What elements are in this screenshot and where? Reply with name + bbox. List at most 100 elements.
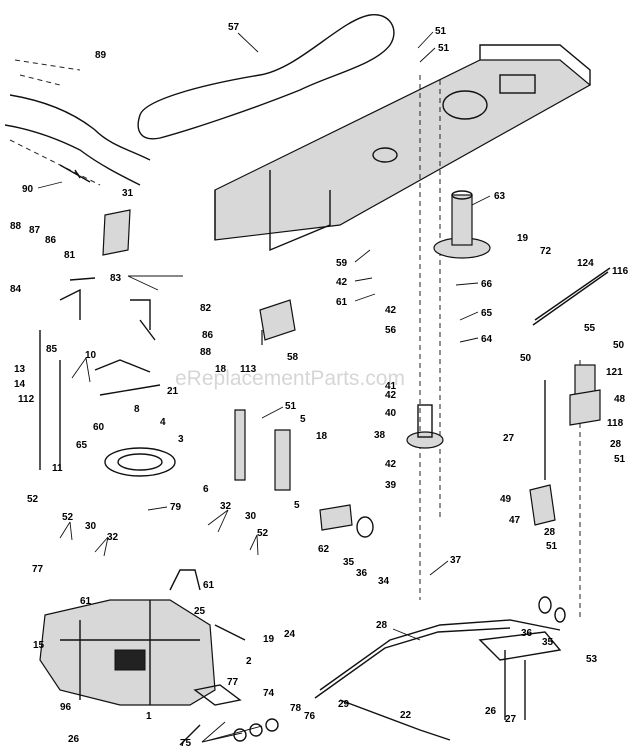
callout-66: 66 [481, 279, 493, 290]
pulley-assembly [406, 190, 491, 449]
callout-52: 52 [257, 528, 269, 539]
tension-spring [532, 267, 611, 326]
callout-55: 55 [584, 323, 596, 334]
callout-77: 77 [227, 677, 239, 688]
callout-112: 112 [18, 394, 35, 405]
callout-15: 15 [33, 640, 45, 651]
callout-25: 25 [194, 606, 206, 617]
callout-10: 10 [85, 350, 97, 361]
callout-36: 36 [356, 568, 368, 579]
callout-65: 65 [76, 440, 88, 451]
callout-30: 30 [85, 521, 97, 532]
callout-3: 3 [178, 434, 184, 445]
callout-8: 8 [134, 404, 140, 415]
callout-58: 58 [287, 352, 299, 363]
transaxle [39, 569, 216, 706]
callout-24: 24 [284, 629, 296, 640]
callout-48: 48 [614, 394, 626, 405]
callout-2: 2 [246, 656, 252, 667]
left-linkages [39, 209, 374, 538]
callout-37: 37 [450, 555, 462, 566]
drive-belt [137, 14, 395, 140]
callout-30: 30 [245, 511, 257, 522]
callout-82: 82 [200, 303, 212, 314]
callout-61: 61 [336, 297, 348, 308]
main-frame [214, 44, 592, 600]
callout-50: 50 [520, 353, 532, 364]
callout-88: 88 [200, 347, 212, 358]
callout-88: 88 [10, 221, 22, 232]
callout-38: 38 [374, 430, 386, 441]
watermark: eReplacementParts.com [175, 367, 405, 390]
callout-86: 86 [202, 330, 214, 341]
callout-57: 57 [228, 22, 240, 33]
callout-26: 26 [485, 706, 497, 717]
callout-81: 81 [64, 250, 76, 261]
callout-83: 83 [110, 273, 122, 284]
callout-27: 27 [503, 433, 515, 444]
callout-77: 77 [32, 564, 44, 575]
callout-116: 116 [612, 266, 629, 277]
callout-36: 36 [521, 628, 533, 639]
callout-59: 59 [336, 258, 348, 269]
callout-124: 124 [577, 258, 594, 269]
callout-32: 32 [107, 532, 119, 543]
callout-32: 32 [220, 501, 232, 512]
callout-41: 41 [385, 381, 397, 392]
callout-61: 61 [203, 580, 215, 591]
callout-62: 62 [318, 544, 330, 555]
callout-86: 86 [45, 235, 57, 246]
callout-52: 52 [27, 494, 39, 505]
callout-6: 6 [203, 484, 209, 495]
callout-4: 4 [160, 417, 166, 428]
callout-28: 28 [610, 439, 622, 450]
callout-96: 96 [60, 702, 72, 713]
callout-85: 85 [46, 344, 58, 355]
callout-61: 61 [80, 596, 92, 607]
bottom-right-linkage [478, 596, 566, 720]
callout-39: 39 [385, 480, 397, 491]
callout-42: 42 [385, 459, 397, 470]
callout-18: 18 [316, 431, 328, 442]
callout-14: 14 [14, 379, 26, 390]
callout-22: 22 [400, 710, 412, 721]
callout-19: 19 [517, 233, 529, 244]
callout-76: 76 [304, 711, 316, 722]
callout-42: 42 [385, 305, 397, 316]
callout-29: 29 [338, 699, 350, 710]
callout-72: 72 [540, 246, 552, 257]
callout-13: 13 [14, 364, 26, 375]
callout-49: 49 [500, 494, 512, 505]
callout-56: 56 [385, 325, 397, 336]
callout-40: 40 [385, 408, 397, 419]
callout-52: 52 [62, 512, 74, 523]
callout-28: 28 [544, 527, 556, 538]
callout-11: 11 [52, 463, 63, 474]
callout-18: 18 [215, 364, 227, 375]
callout-26: 26 [68, 734, 80, 745]
callout-34: 34 [378, 576, 390, 587]
callout-60: 60 [93, 422, 105, 433]
callout-19: 19 [263, 634, 275, 645]
shift-spring [214, 624, 246, 641]
callout-113: 113 [240, 364, 257, 375]
callout-5: 5 [300, 414, 306, 425]
callout-42: 42 [385, 390, 397, 401]
engine-deck-outline [4, 59, 151, 186]
callout-21: 21 [167, 386, 179, 397]
shift-rod [314, 619, 561, 741]
callout-47: 47 [509, 515, 521, 526]
right-control-arm [529, 360, 601, 620]
callout-79: 79 [170, 502, 182, 513]
callout-118: 118 [607, 418, 624, 429]
callout-87: 87 [29, 225, 41, 236]
callout-84: 84 [10, 284, 22, 295]
callout-121: 121 [606, 367, 623, 378]
callout-51: 51 [614, 454, 626, 465]
callout-51: 51 [285, 401, 297, 412]
callout-1: 1 [146, 711, 152, 722]
callout-53: 53 [586, 654, 598, 665]
brake-assembly [179, 684, 279, 746]
callout-50: 50 [613, 340, 625, 351]
